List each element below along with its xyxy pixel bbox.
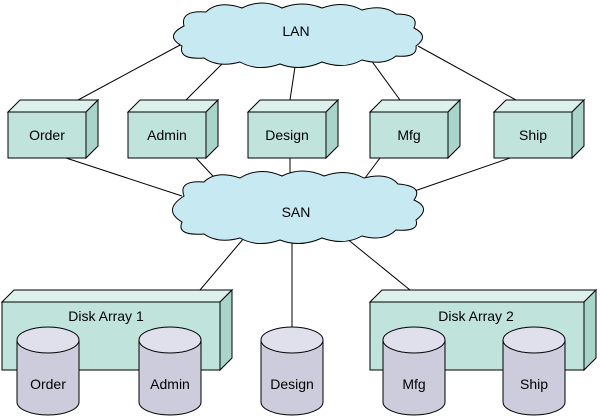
server-design: Design (246, 98, 340, 160)
disk-ship-label: Ship (520, 376, 548, 392)
server-ship-label: Ship (519, 127, 547, 143)
server-admin-label: Admin (147, 127, 187, 143)
lan-cloud: LAN (173, 2, 423, 68)
server-mfg: Mfg (368, 98, 462, 160)
san-cloud: SAN (172, 170, 424, 244)
disk-ship: Ship (502, 326, 566, 416)
connection-lines (65, 43, 517, 336)
disk-array-2-label: Disk Array 2 (438, 308, 514, 324)
san-label: SAN (282, 204, 311, 220)
disk-admin-label: Admin (150, 376, 190, 392)
disk-array-1-label: Disk Array 1 (68, 308, 144, 324)
disk-mfg: Mfg (382, 326, 446, 416)
link-lan-mfg (367, 55, 401, 101)
server-order: Order (6, 98, 100, 160)
disk-design: Design (260, 326, 324, 416)
disk-admin: Admin (138, 326, 202, 416)
server-order-label: Order (29, 127, 65, 143)
disk-mfg-label: Mfg (402, 376, 425, 392)
server-admin: Admin (126, 98, 220, 160)
disk-order: Order (16, 326, 80, 416)
link-ship-san (399, 157, 511, 197)
link-lan-ship (417, 45, 517, 101)
server-ship: Ship (492, 98, 586, 160)
server-mfg-label: Mfg (397, 127, 420, 143)
link-order-san (65, 157, 183, 197)
link-lan-order (77, 43, 183, 101)
link-san-array1 (199, 237, 245, 291)
disk-design-label: Design (270, 376, 314, 392)
disk-order-label: Order (30, 376, 66, 392)
server-design-label: Design (265, 127, 309, 143)
lan-label: LAN (282, 23, 309, 39)
link-san-array2 (345, 237, 411, 291)
